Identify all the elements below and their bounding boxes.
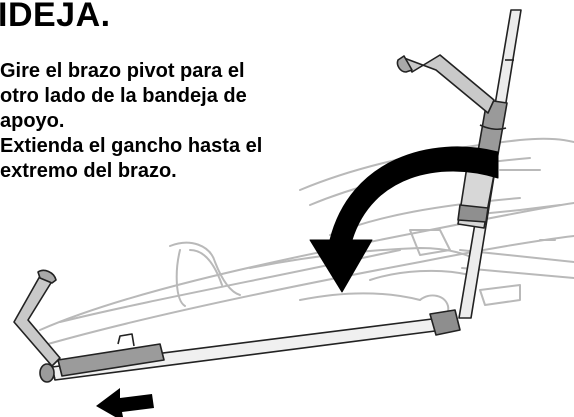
step-item: Gire el brazo pivot para el otro lado de… — [0, 59, 340, 134]
upper-hook — [396, 54, 495, 114]
arm-hook — [13, 269, 61, 367]
step-text-line: apoyo. — [0, 110, 65, 132]
section-heading: IDEJA. — [0, 0, 111, 34]
instruction-steps: Gire el brazo pivot para el otro lado de… — [0, 59, 340, 184]
step-text-line: extremo del brazo. — [0, 160, 177, 182]
step-text-line: Gire el brazo pivot para el — [0, 60, 245, 82]
left-arrow-icon — [96, 388, 154, 417]
step-text-line: Extienda el gancho hasta el — [0, 135, 263, 157]
curved-arrow-icon — [309, 146, 499, 293]
step-text-line: otro lado de la bandeja de — [0, 85, 247, 107]
step-item: Extienda el gancho hasta el extremo del … — [0, 134, 340, 184]
pivot-arm — [39, 309, 461, 383]
